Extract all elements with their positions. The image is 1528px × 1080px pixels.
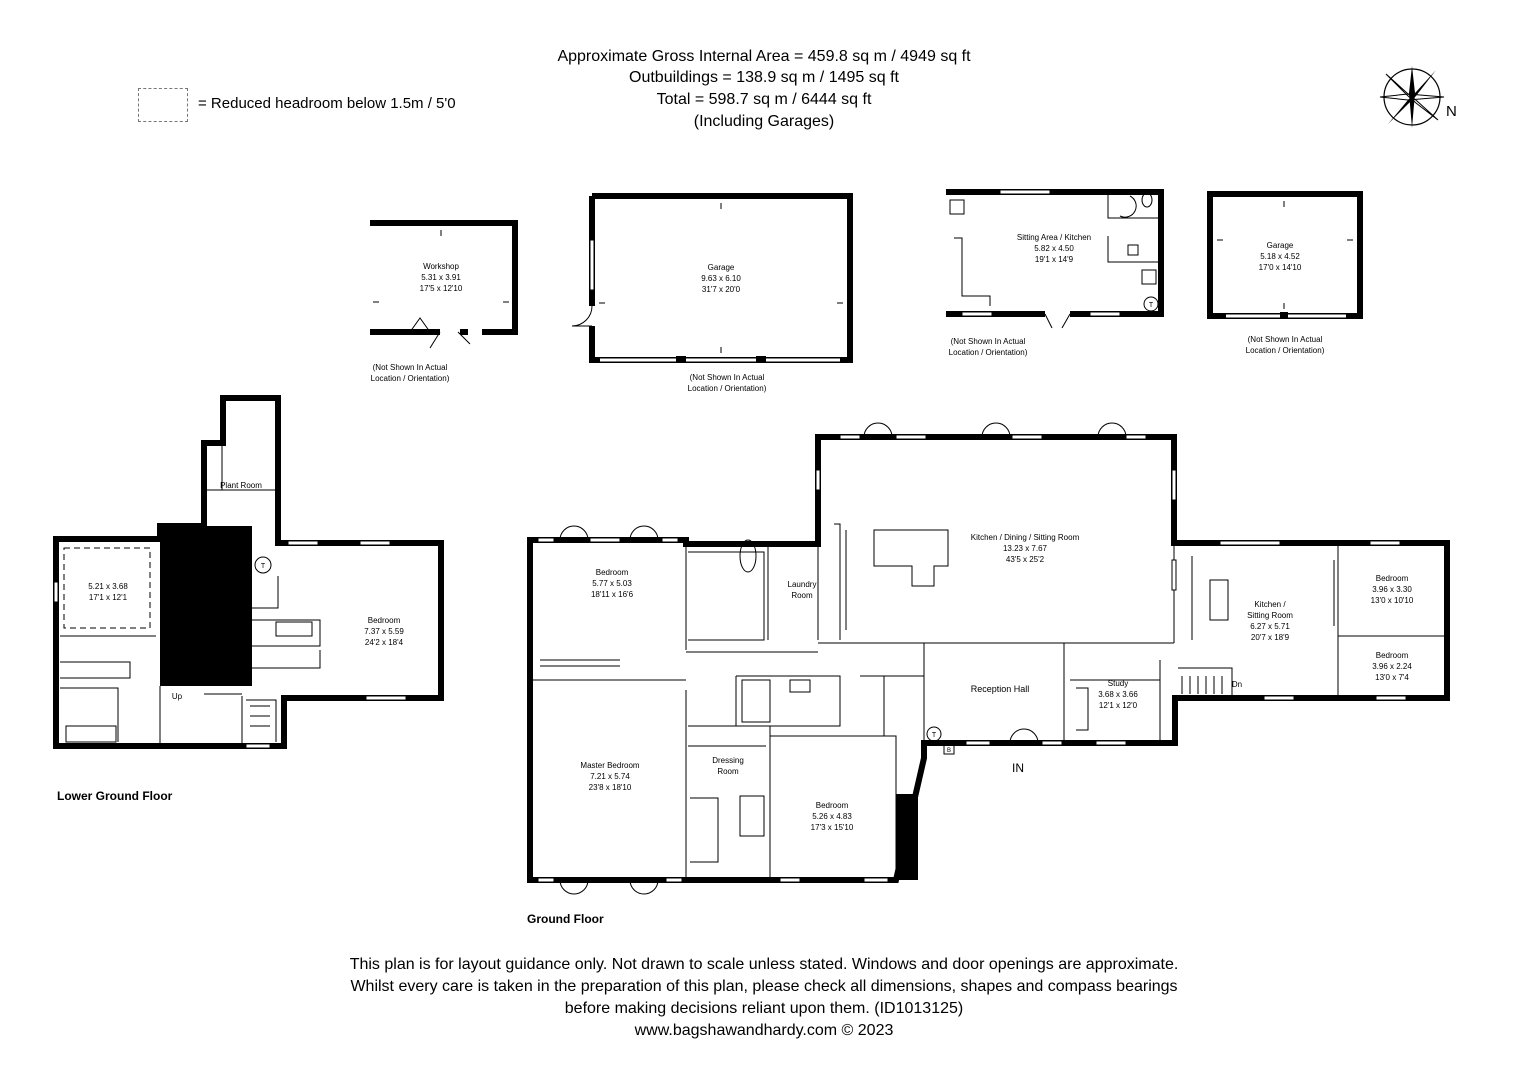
gf-bedroom1-imperial: 18'11 x 16'6 [591, 590, 634, 599]
annex-metric: 5.82 x 4.50 [1034, 244, 1074, 253]
gf-bedroom-right1-metric: 3.96 x 3.30 [1372, 585, 1412, 594]
gf-bedroom1-name: Bedroom [596, 568, 629, 577]
lg-bedroom-name: Bedroom [368, 616, 401, 625]
gf-bedroom-right1-name: Bedroom [1376, 574, 1409, 583]
master-bedroom-metric: 7.21 x 5.74 [590, 772, 630, 781]
gf-b-symbol: B [947, 748, 951, 754]
small-garage-outbuilding: Garage 5.18 x 4.52 17'0 x 14'10 (Not Sho… [1207, 191, 1363, 355]
gf-dn-label: Dn [1232, 680, 1242, 689]
gf-bedroom2-metric: 5.26 x 4.83 [812, 812, 852, 821]
garage-large-note-1: (Not Shown In Actual [690, 373, 765, 382]
website-copyright: www.bagshawandhardy.com © 2023 [634, 1022, 894, 1039]
annex-name: Sitting Area / Kitchen [1017, 233, 1091, 242]
workshop-note-1: (Not Shown In Actual [373, 363, 448, 372]
garage-large-metric: 9.63 x 6.10 [701, 274, 741, 283]
laundry-line2: Room [791, 591, 813, 600]
kitchen-sitting-imperial: 20'7 x 18'9 [1251, 633, 1290, 642]
ground-floor-label: Ground Floor [527, 912, 604, 926]
lower-ground-floor-label: Lower Ground Floor [57, 789, 173, 803]
study-imperial: 12'1 x 12'0 [1099, 701, 1138, 710]
garage-large-name: Garage [708, 263, 735, 272]
garage-small-metric: 5.18 x 4.52 [1260, 252, 1300, 261]
gf-bedroom1-metric: 5.77 x 5.03 [592, 579, 632, 588]
garage-small-note-1: (Not Shown In Actual [1248, 335, 1323, 344]
study-metric: 3.68 x 3.66 [1098, 690, 1138, 699]
garage-large-note-2: Location / Orientation) [688, 384, 767, 393]
gf-t-symbol: T [932, 732, 937, 739]
lg-room-metric: 5.21 x 3.68 [88, 582, 128, 591]
lg-up-label: Up [172, 692, 183, 701]
kitchen-dining-name: Kitchen / Dining / Sitting Room [971, 533, 1080, 542]
lg-b-symbol: B [243, 553, 247, 559]
disclaimer-line-1: This plan is for layout guidance only. N… [349, 956, 1179, 973]
lg-t-symbol: T [261, 563, 266, 570]
gf-bedroom2-imperial: 17'3 x 15'10 [811, 823, 854, 832]
garage-large-imperial: 31'7 x 20'0 [702, 285, 741, 294]
kitchen-sitting-line1: Kitchen / [1254, 600, 1286, 609]
annex-t-symbol: T [1149, 302, 1154, 309]
lg-bedroom-imperial: 24'2 x 18'4 [365, 638, 404, 647]
master-bedroom-imperial: 23'8 x 18'10 [589, 783, 632, 792]
lg-bedroom-metric: 7.37 x 5.59 [364, 627, 404, 636]
north-label: N [1446, 103, 1457, 120]
kitchen-dining-imperial: 43'5 x 25'2 [1006, 555, 1045, 564]
garage-small-name: Garage [1267, 241, 1294, 250]
study-name: Study [1108, 679, 1128, 688]
kitchen-sitting-line2: Sitting Room [1247, 611, 1293, 620]
dressing-line2: Room [717, 767, 739, 776]
lower-ground-floor-plan: T B 5.21 x 3.68 17'1 x 12'1 Plant Room B… [53, 395, 444, 749]
reduced-headroom-legend: = Reduced headroom below 1.5m / 5'0 [198, 95, 456, 112]
kitchen-sitting-metric: 6.27 x 5.71 [1250, 622, 1290, 631]
dressing-line1: Dressing [712, 756, 744, 765]
including-garages-line: (Including Garages) [693, 113, 835, 130]
annex-note-2: Location / Orientation) [949, 348, 1028, 357]
disclaimer-line-3: before making decisions reliant upon the… [564, 1000, 964, 1017]
lg-room-imperial: 17'1 x 12'1 [89, 593, 128, 602]
workshop-metric: 5.31 x 3.91 [421, 273, 461, 282]
reduced-headroom-area [160, 526, 252, 686]
garage-small-note-2: Location / Orientation) [1246, 346, 1325, 355]
gf-bedroom-right1-imperial: 13'0 x 10'10 [1371, 596, 1414, 605]
disclaimer-line-2: Whilst every care is taken in the prepar… [350, 978, 1178, 995]
gf-bedroom-right2-metric: 3.96 x 2.24 [1372, 662, 1412, 671]
annex-imperial: 19'1 x 14'9 [1035, 255, 1074, 264]
annex-note-1: (Not Shown In Actual [951, 337, 1026, 346]
compass-rose-icon [1379, 66, 1445, 128]
garage-small-imperial: 17'0 x 14'10 [1259, 263, 1302, 272]
kitchen-dining-metric: 13.23 x 7.67 [1003, 544, 1048, 553]
master-bedroom-name: Master Bedroom [580, 761, 639, 770]
workshop-outbuilding: Workshop 5.31 x 3.91 17'5 x 12'10 (Not S… [370, 220, 518, 383]
annex-outbuilding: T Sitting Area / Kitchen 5.82 x 4.50 19'… [946, 189, 1164, 357]
workshop-name: Workshop [423, 262, 459, 271]
workshop-imperial: 17'5 x 12'10 [420, 284, 463, 293]
laundry-line1: Laundry [788, 580, 817, 589]
large-garage-outbuilding: Garage 9.63 x 6.10 31'7 x 20'0 (Not Show… [571, 193, 853, 393]
plant-room-label: Plant Room [220, 481, 262, 490]
gross-area-line: Approximate Gross Internal Area = 459.8 … [557, 48, 971, 65]
gf-bedroom2-name: Bedroom [816, 801, 849, 810]
reduced-headroom-swatch [138, 88, 188, 122]
reception-hall-label: Reception Hall [971, 684, 1030, 694]
entrance-label: IN [1012, 761, 1024, 775]
total-area-line: Total = 598.7 sq m / 6444 sq ft [656, 91, 872, 108]
outbuildings-area-line: Outbuildings = 138.9 sq m / 1495 sq ft [629, 69, 899, 86]
ground-floor-plan: T B Bedroom 5.77 x 5.03 18'11 x 16'6 Lau… [527, 422, 1450, 895]
workshop-note-2: Location / Orientation) [371, 374, 450, 383]
gf-bedroom-right2-name: Bedroom [1376, 651, 1409, 660]
gf-bedroom-right2-imperial: 13'0 x 7'4 [1375, 673, 1409, 682]
